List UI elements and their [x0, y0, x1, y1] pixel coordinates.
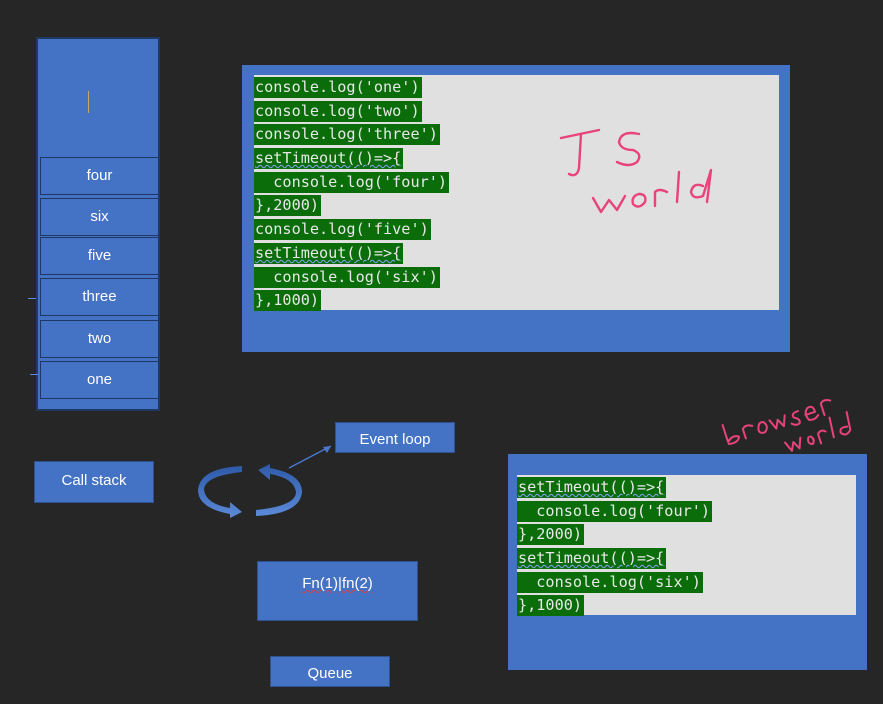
- browser-world-annotation: browser world: [715, 365, 852, 452]
- code-line: },2000): [517, 524, 585, 546]
- code-line: setTimeout(()=>{: [254, 242, 404, 264]
- code-line: },1000): [517, 595, 585, 617]
- browser-world-annotation-text: browser world: [715, 365, 722, 366]
- js-code-lines: console.log('one') console.log('two') co…: [254, 76, 450, 313]
- stack-item-two: two: [40, 320, 159, 358]
- code-line: setTimeout(()=>{: [517, 548, 667, 570]
- queued-fn-2: fn(2): [341, 575, 373, 592]
- browser-code-lines: setTimeout(()=>{ console.log('four') },2…: [517, 476, 713, 618]
- stack-item-five: five: [40, 237, 159, 275]
- code-line: console.log('five'): [254, 219, 431, 241]
- queue-label: Queue: [270, 656, 390, 687]
- code-line: setTimeout(()=>{: [254, 148, 404, 170]
- call-stack-label: Call stack: [34, 461, 154, 503]
- code-line: console.log('two'): [254, 100, 422, 122]
- browser-code-area: setTimeout(()=>{ console.log('four') },2…: [517, 475, 856, 618]
- stack-item-three: three: [40, 278, 159, 316]
- code-line: console.log('four'): [254, 171, 450, 193]
- stack-item-one: one: [40, 361, 159, 399]
- stack-item-four: four: [40, 157, 159, 195]
- stack-item-six: six: [40, 198, 159, 236]
- code-line: setTimeout(()=>{: [517, 477, 667, 498]
- arrow-to-event-loop-icon: [288, 445, 332, 469]
- code-line: console.log('six'): [517, 571, 703, 593]
- text-cursor: [88, 91, 89, 113]
- code-line: console.log('one'): [254, 77, 422, 98]
- queued-fn-1: Fn(1): [302, 575, 339, 592]
- code-line: },2000): [254, 195, 322, 217]
- code-line: console.log('four'): [517, 500, 713, 522]
- event-loop-label: Event loop: [335, 422, 455, 453]
- js-world-annotation-text: JS world: [555, 120, 559, 121]
- queued-separator: |: [338, 575, 342, 592]
- tick-mark: [28, 298, 36, 299]
- code-line: },1000): [254, 290, 322, 312]
- browser-world-panel: setTimeout(()=>{ console.log('four') },2…: [508, 454, 867, 670]
- tick-mark: [30, 374, 38, 375]
- code-line: console.log('six'): [254, 266, 440, 288]
- js-world-annotation: JS world: [555, 120, 713, 214]
- code-line: console.log('three'): [254, 124, 440, 146]
- call-stack-column: four six five three two one: [36, 37, 160, 411]
- queued-functions-box: Fn(1)|fn(2): [257, 561, 418, 621]
- loop-arrows-icon: [198, 464, 302, 518]
